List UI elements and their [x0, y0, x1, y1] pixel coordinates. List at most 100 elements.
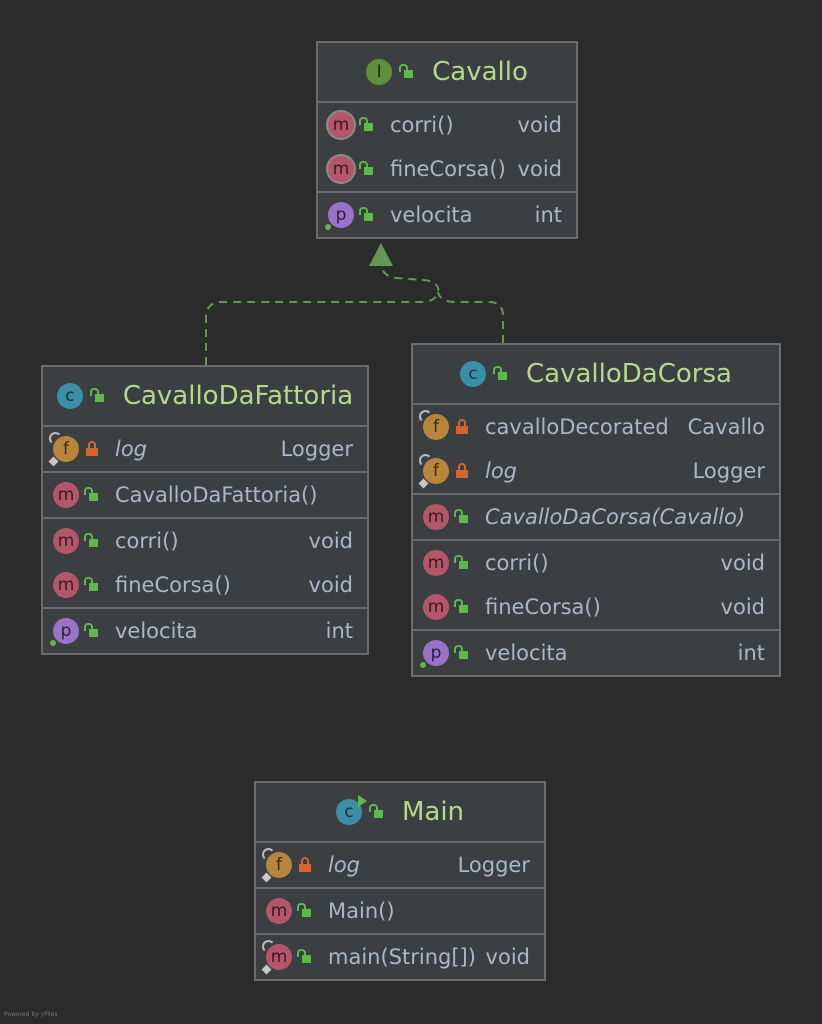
private-lock-icon [455, 463, 469, 478]
public-visibility-icon [84, 577, 99, 592]
member-name: corri() [485, 551, 549, 575]
member-type: void [517, 113, 562, 137]
member-name: log [485, 459, 518, 483]
member-type: int [534, 203, 562, 227]
member-type: Cavallo [687, 415, 765, 439]
member-row[interactable]: m CavalloDaCorsa(Cavallo) [413, 495, 779, 539]
member-type: void [308, 529, 353, 553]
class-icon: c [460, 361, 487, 387]
static-method-icon: m [262, 940, 292, 970]
member-type: int [737, 641, 765, 665]
member-type: void [720, 595, 765, 619]
runnable-class-icon: c [335, 795, 367, 825]
public-visibility-icon [359, 117, 374, 132]
public-visibility-icon [359, 161, 374, 176]
member-name: corri() [115, 529, 179, 553]
footer-credit: Powered by yFiles [4, 1011, 58, 1018]
member-name: fineCorsa() [485, 595, 601, 619]
public-visibility-icon [297, 903, 312, 918]
member-row[interactable]: m CavalloDaFattoria() [43, 473, 367, 517]
member-type: Logger [457, 853, 530, 877]
method-abstract-icon: m [328, 112, 354, 138]
member-type: void [308, 573, 353, 597]
private-lock-icon [455, 419, 469, 434]
member-section: m CavalloDaCorsa(Cavallo) [413, 495, 779, 541]
member-row[interactable]: m corri() void [318, 103, 576, 147]
realization-edge-corsa [437, 291, 504, 343]
member-row[interactable]: m corri() void [43, 519, 367, 563]
member-row[interactable]: m fineCorsa() void [43, 563, 367, 607]
private-lock-icon [298, 857, 312, 872]
method-icon: m [423, 550, 449, 576]
class-name: Cavallo [432, 57, 528, 87]
member-row[interactable]: m Main() [256, 889, 544, 933]
member-name: velocita [115, 619, 198, 643]
member-row[interactable]: m main(String[]) void [256, 935, 544, 979]
member-section: m corri() void m fineCorsa() void [43, 519, 367, 609]
member-type: void [517, 157, 562, 181]
public-visibility-icon [454, 645, 469, 660]
public-visibility-icon [84, 533, 99, 548]
method-icon: m [53, 572, 79, 598]
member-section: m main(String[]) void [256, 935, 544, 979]
member-row[interactable]: p velocita int [318, 193, 576, 237]
class-name: Main [401, 797, 465, 827]
member-name: CavalloDaCorsa(Cavallo) [485, 505, 746, 529]
public-visibility-icon [84, 623, 99, 638]
member-name: log [328, 853, 361, 877]
member-name: velocita [390, 203, 473, 227]
member-name: main(String[]) [328, 945, 476, 969]
member-type: Logger [280, 437, 353, 461]
private-lock-icon [85, 441, 99, 456]
class-name: CavalloDaFattoria [122, 381, 354, 411]
member-name: fineCorsa() [115, 573, 231, 597]
interface-icon: I [366, 59, 393, 85]
method-icon: m [53, 528, 79, 554]
realization-edge-fattoria [205, 261, 440, 365]
class-header: c Main [256, 783, 544, 843]
class-header: I Cavallo [318, 43, 576, 103]
member-row[interactable]: m fineCorsa() void [318, 147, 576, 191]
member-type: void [485, 945, 530, 969]
member-name: fineCorsa() [390, 157, 506, 181]
member-name: corri() [390, 113, 454, 137]
public-visibility-icon [89, 388, 105, 403]
member-name: Main() [328, 899, 395, 923]
method-abstract-icon: m [328, 156, 354, 182]
method-icon: m [423, 504, 449, 530]
public-visibility-icon [493, 366, 508, 381]
class-node-cavallo[interactable]: I Cavallo m corri() void m fineCorsa() void p vel… [316, 41, 578, 239]
static-final-field-icon: f [49, 432, 79, 462]
public-visibility-icon [297, 949, 312, 964]
member-section: p velocita int [318, 193, 576, 237]
property-icon: p [325, 202, 354, 230]
class-icon: c [56, 383, 83, 409]
public-visibility-icon [454, 599, 469, 614]
member-section: m CavalloDaFattoria() [43, 473, 367, 519]
member-name: cavalloDecorated [485, 415, 669, 439]
final-field-icon: f [419, 410, 449, 440]
member-section: m Main() [256, 889, 544, 935]
method-icon: m [266, 898, 292, 924]
member-row[interactable]: f cavalloDecorated Cavallo [413, 405, 779, 449]
method-icon: m [53, 482, 79, 508]
member-name: CavalloDaFattoria() [115, 483, 318, 507]
public-visibility-icon [454, 509, 469, 524]
property-icon: p [50, 618, 79, 646]
public-visibility-icon [399, 64, 414, 79]
